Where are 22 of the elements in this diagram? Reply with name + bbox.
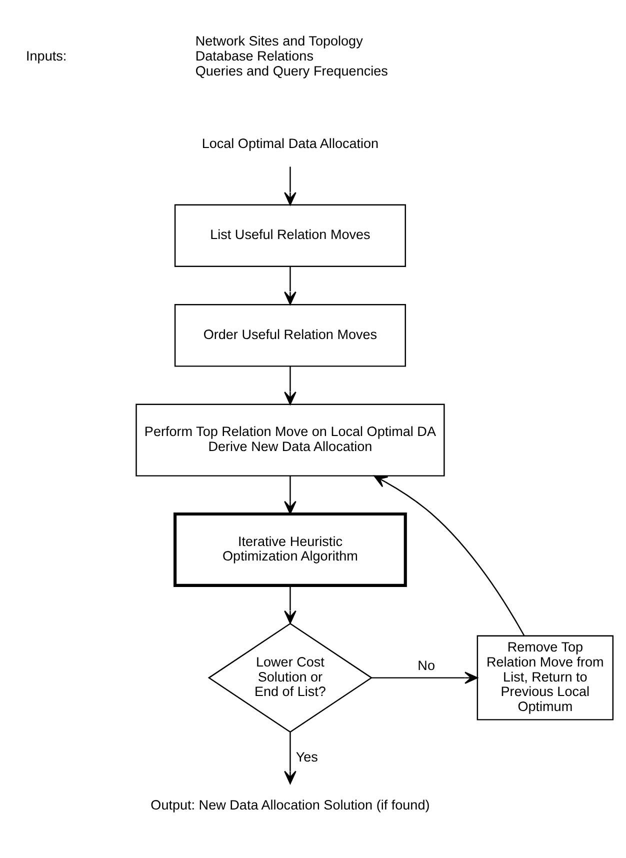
arrow (374, 475, 525, 636)
arrow (284, 266, 296, 305)
node-box: List Useful Relation Moves (174, 204, 406, 268)
edge-label: Yes (296, 749, 318, 764)
label: Inputs: (26, 48, 67, 64)
label: Database Relations (195, 48, 314, 64)
node-box: Perform Top Relation Move on Local Optimal DA Derive New Data Allocation (136, 404, 445, 476)
node-text: Output: New Data Allocation Solution (if found) (150, 797, 430, 812)
edge-label: No (418, 658, 435, 674)
arrow (284, 476, 296, 514)
node-diamond: Lower Cost Solution or End of List? (208, 622, 373, 733)
label: Queries and Query Frequencies (195, 63, 388, 78)
arrow (284, 586, 296, 624)
node-box: Order Useful Relation Moves (174, 304, 406, 367)
arrow (372, 672, 478, 684)
node-box: Remove Top Relation Move from List, Return to Previous Local Optimum (476, 635, 614, 720)
arrow (284, 166, 296, 206)
label: Network Sites and Topology (195, 34, 363, 49)
arrow (284, 732, 296, 784)
node-box: Iterative Heuristic Optimization Algorithm (174, 512, 407, 587)
node-text: Local Optimal Data Allocation (202, 136, 379, 151)
arrow (284, 366, 296, 405)
